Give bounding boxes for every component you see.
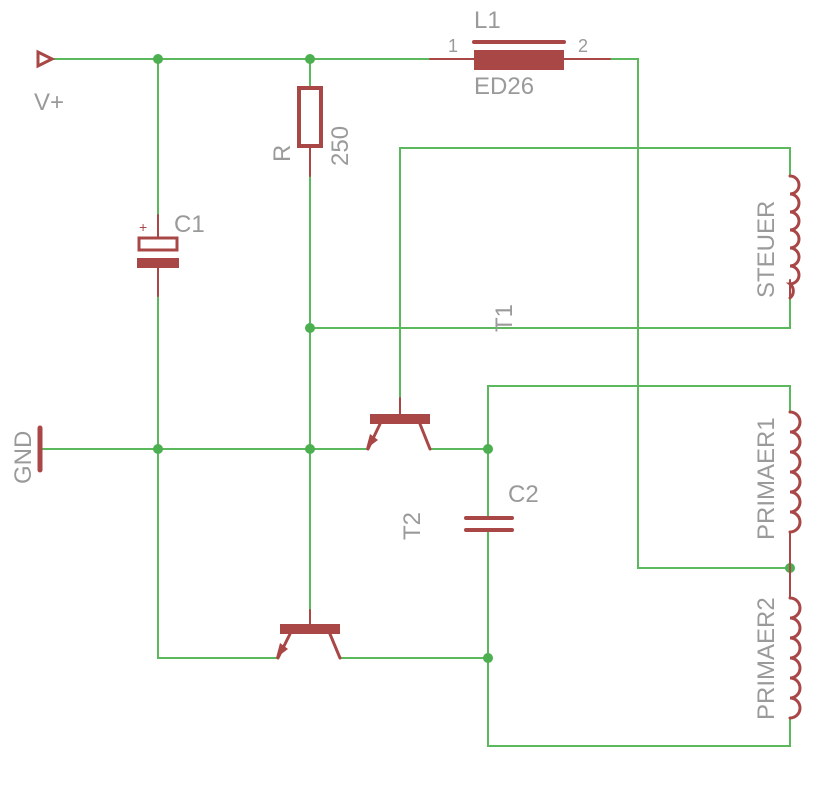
t1-label: T1 xyxy=(491,304,518,332)
r-value: 250 xyxy=(327,126,354,166)
junction-top-r xyxy=(305,54,315,64)
l1-pin2: 2 xyxy=(578,36,588,56)
c1-name: C1 xyxy=(174,211,205,238)
junction-c2-top xyxy=(483,444,493,454)
junction-r-t1 xyxy=(305,323,315,333)
wire-steuer-top xyxy=(399,147,791,409)
gnd-symbol: GND xyxy=(10,425,43,484)
c1-plus: + xyxy=(139,219,147,235)
coil-steuer: STEUER xyxy=(753,174,801,300)
coil-primaer1: PRIMAER1 xyxy=(753,410,802,569)
capacitor-c1: + C1 xyxy=(137,211,205,297)
wire-c2-bottom xyxy=(487,531,791,747)
junction-gnd-c1 xyxy=(153,444,163,454)
vplus-symbol: V+ xyxy=(34,49,64,116)
coil-primaer2: PRIMAER2 xyxy=(753,567,802,720)
gnd-label: GND xyxy=(10,431,37,484)
l1-pin1: 1 xyxy=(448,36,458,56)
vplus-label: V+ xyxy=(34,89,64,116)
t2-label: T2 xyxy=(399,512,426,540)
primaer2-label: PRIMAER2 xyxy=(753,597,780,720)
r-name: R xyxy=(269,145,296,162)
capacitor-c2: C2 xyxy=(464,481,539,532)
junction-top-c1 xyxy=(153,54,163,64)
resistor-r: R 250 xyxy=(269,86,354,177)
transistor-t1: T1 xyxy=(366,304,518,451)
wire-c1-bottom xyxy=(157,295,277,659)
junction-c2-bottom xyxy=(483,653,493,663)
transistor-t2: T2 xyxy=(276,512,426,660)
l1-value: ED26 xyxy=(474,73,534,100)
l1-name: L1 xyxy=(474,7,501,34)
junction-gnd-r xyxy=(305,444,315,454)
c2-name: C2 xyxy=(508,481,539,508)
junctions xyxy=(153,54,795,663)
primaer1-label: PRIMAER1 xyxy=(753,417,780,540)
wires xyxy=(39,58,791,747)
inductor-l1: L1 ED26 1 2 xyxy=(429,7,611,100)
wire-l1-out xyxy=(609,58,791,569)
steuer-label: STEUER xyxy=(753,201,780,298)
